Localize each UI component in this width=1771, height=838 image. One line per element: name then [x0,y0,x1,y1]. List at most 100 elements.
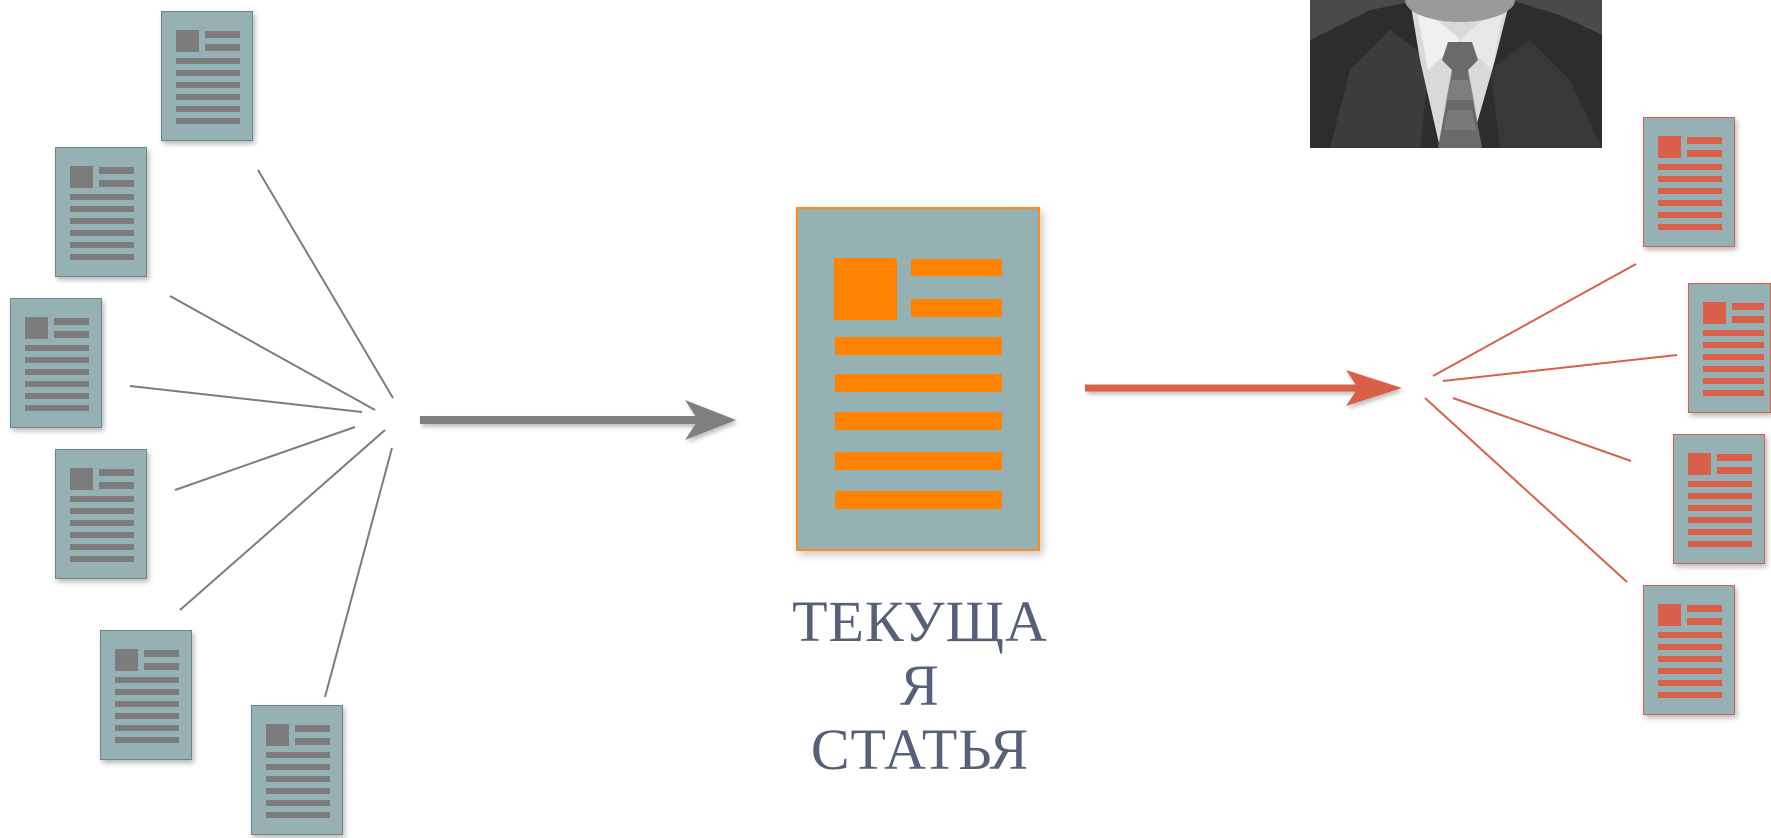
doc-text-line [1688,481,1752,487]
doc-thumbnail-block [1658,604,1681,626]
doc-thumbnail-block [176,30,199,52]
doc-text-line [176,70,240,76]
doc-text-line [70,242,134,248]
doc-text-line [70,206,134,212]
citation-line [1424,397,1628,583]
doc-title-line [1732,316,1764,323]
doc-text-line [1703,390,1764,396]
doc-text-line [25,405,89,411]
doc-text-line [70,254,134,260]
doc-text-line [176,94,240,100]
doc-text-line [266,776,330,782]
citation-line [1432,263,1637,377]
doc-text-line [70,508,134,514]
doc-text-line [70,230,134,236]
doc-thumbnail-block [1658,136,1681,158]
doc-text-line [1688,505,1752,511]
doc-text-line [1703,354,1764,360]
doc-text-line [115,713,179,719]
person-photo [1310,0,1602,148]
citing-document-icon [1673,434,1765,564]
doc-text-line [1658,164,1722,170]
citing-document-icon [1688,283,1771,413]
doc-title-line [1717,454,1752,461]
doc-text-line [115,689,179,695]
doc-text-line [115,737,179,743]
doc-text-line [70,520,134,526]
doc-thumbnail-block [266,724,289,746]
portrait-illustration [1310,0,1602,148]
caption-line: СТАТЬЯ [810,717,1030,782]
source-document-icon [100,630,192,760]
doc-title-line [1687,618,1722,625]
doc-text-line [25,393,89,399]
doc-text-line [25,369,89,375]
doc-title-line [99,167,134,174]
doc-text-line [70,496,134,502]
doc-text-line [1658,656,1722,662]
doc-thumbnail-block [1703,302,1726,324]
doc-title-line [1687,605,1722,612]
source-document-icon [251,705,343,835]
doc-title-line [99,180,134,187]
doc-text-line [1658,692,1722,698]
source-document-icon [55,449,147,579]
doc-text-line [70,194,134,200]
doc-title-line [1717,467,1752,474]
doc-text-line [1703,366,1764,372]
doc-title-line [54,318,89,325]
doc-title-line [1687,150,1722,157]
current-article-document-icon [796,207,1040,551]
caption-line: ТЕКУЩА [792,589,1048,654]
reference-line [324,447,393,698]
citation-line [1452,397,1632,462]
doc-title-line [1732,303,1764,310]
doc-thumbnail-block [25,317,48,339]
doc-text-line [835,374,1002,392]
incoming-reference-lines [129,169,394,698]
doc-text-line [1658,632,1722,638]
citing-document-icon [1643,585,1735,715]
reference-line [179,429,386,611]
doc-text-line [1688,493,1752,499]
doc-text-line [70,218,134,224]
doc-text-line [835,412,1002,430]
doc-text-line [1688,517,1752,523]
doc-text-line [176,58,240,64]
doc-text-line [1688,529,1752,535]
citing-document-icon [1643,117,1735,247]
doc-title-line [54,331,89,338]
doc-text-line [266,800,330,806]
reference-line [257,169,394,399]
doc-title-line [144,663,179,670]
citation-line [1442,354,1678,382]
doc-text-line [115,677,179,683]
doc-text-line [1688,541,1752,547]
doc-text-line [1658,668,1722,674]
doc-title-line [205,31,240,38]
doc-text-line [25,381,89,387]
citation-lines [1424,263,1678,583]
source-document-icon [161,11,253,141]
doc-text-line [1658,176,1722,182]
doc-text-line [266,752,330,758]
doc-text-line [1703,330,1764,336]
doc-text-line [25,357,89,363]
doc-title-line [99,469,134,476]
doc-text-line [1658,200,1722,206]
doc-text-line [70,544,134,550]
doc-text-line [176,106,240,112]
doc-title-line [911,259,1002,276]
source-document-icon [55,147,147,277]
doc-text-line [176,82,240,88]
doc-text-line [115,725,179,731]
doc-text-line [835,337,1002,355]
doc-title-line [205,44,240,51]
doc-title-line [295,738,330,745]
doc-thumbnail-block [115,649,138,671]
doc-text-line [1658,212,1722,218]
doc-text-line [266,764,330,770]
doc-title-line [99,482,134,489]
doc-thumbnail-block [834,258,897,320]
